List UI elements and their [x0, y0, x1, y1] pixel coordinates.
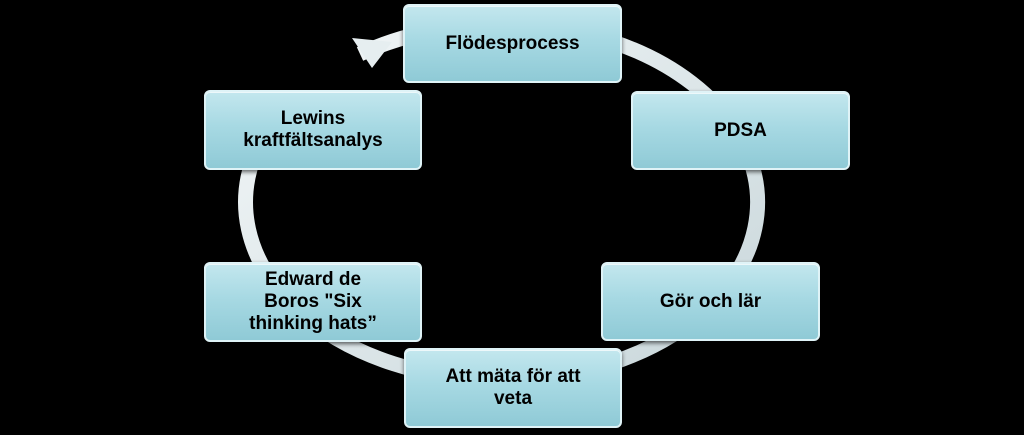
node-label: PDSA — [714, 119, 767, 141]
node-gor-och-lar: Gör och lär — [601, 262, 820, 341]
node-label: Gör och lär — [659, 290, 762, 312]
node-flodesprocess: Flödesprocess — [403, 4, 622, 83]
node-label: Flödesprocess — [445, 32, 580, 54]
node-pdsa: PDSA — [631, 91, 850, 170]
node-label: Edward de Boros "Six thinking hats” — [249, 269, 377, 334]
node-att-mata-for-att-veta: Att mäta för att veta — [404, 348, 622, 428]
node-lewins-kraftfaltsanalys: Lewins kraftfältsanalys — [204, 90, 422, 170]
node-six-thinking-hats: Edward de Boros "Six thinking hats” — [204, 262, 422, 342]
node-label: Att mäta för att veta — [445, 366, 581, 409]
node-label: Lewins kraftfältsanalys — [243, 108, 383, 151]
cycle-arrow-head — [352, 38, 392, 68]
